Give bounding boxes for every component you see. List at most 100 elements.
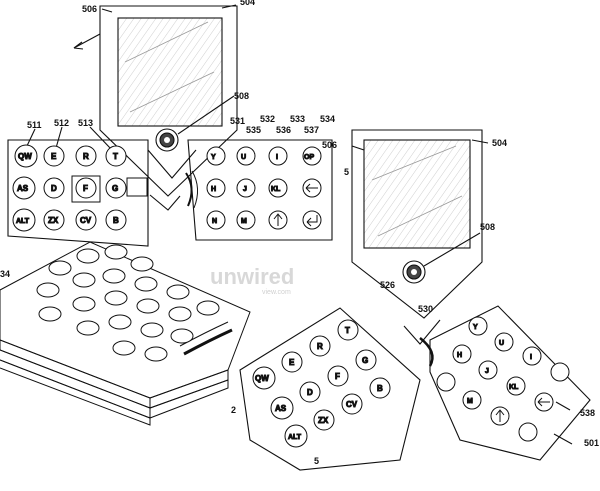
svg-text:U: U bbox=[499, 340, 504, 347]
top-display-screen bbox=[117, 17, 223, 127]
svg-text:B: B bbox=[377, 384, 383, 393]
key-n-2 bbox=[436, 372, 456, 392]
svg-text:N: N bbox=[212, 218, 217, 225]
svg-text:G: G bbox=[362, 356, 368, 365]
key-y-2: Y bbox=[468, 316, 488, 336]
right-right-keys: Y U I H J KL M bbox=[436, 316, 570, 442]
ref-label-538: 538 bbox=[580, 408, 595, 418]
svg-text:U: U bbox=[241, 154, 246, 161]
svg-text:H: H bbox=[211, 186, 216, 193]
key-g-2: G bbox=[355, 349, 377, 371]
ref-label-536: 536 bbox=[276, 125, 291, 135]
ref-label-537: 537 bbox=[304, 125, 319, 135]
right-left-keys: QW E R T AS D F G ALT ZX CV B bbox=[252, 319, 391, 448]
key-j: J bbox=[236, 178, 256, 198]
svg-text:F: F bbox=[83, 184, 88, 193]
key-i: I bbox=[268, 146, 288, 166]
ref-label-531: 531 bbox=[230, 116, 245, 126]
svg-text:I: I bbox=[276, 154, 278, 161]
svg-text:QW: QW bbox=[255, 374, 269, 383]
svg-text:E: E bbox=[51, 152, 57, 161]
key-cv-2: CV bbox=[341, 393, 363, 415]
key-g: G bbox=[105, 177, 127, 199]
key-alt: ALT bbox=[12, 208, 36, 232]
key-d-2: D bbox=[299, 381, 321, 403]
ref-label-508a: 508 bbox=[234, 91, 249, 101]
svg-text:unwired: unwired bbox=[210, 264, 294, 289]
svg-text:D: D bbox=[51, 184, 57, 193]
key-op-2 bbox=[550, 362, 570, 382]
key-kl: KL bbox=[268, 178, 288, 198]
svg-text:R: R bbox=[83, 152, 89, 161]
key-u: U bbox=[236, 146, 256, 166]
ref-label-504a: 504 bbox=[240, 0, 255, 7]
svg-text:AS: AS bbox=[275, 404, 287, 413]
svg-text:Y: Y bbox=[211, 154, 216, 161]
svg-text:view.com: view.com bbox=[262, 289, 291, 296]
svg-text:OP: OP bbox=[304, 154, 314, 161]
svg-text:F: F bbox=[335, 372, 340, 381]
right-nav-wheel bbox=[402, 260, 426, 284]
ref-label-508b: 508 bbox=[480, 222, 495, 232]
key-op: OP bbox=[302, 146, 322, 166]
key-b-2: B bbox=[369, 377, 391, 399]
svg-text:Y: Y bbox=[473, 324, 478, 331]
ref-label-506a: 506 bbox=[82, 4, 97, 14]
key-r-2: R bbox=[309, 335, 331, 357]
key-d: D bbox=[43, 177, 65, 199]
ref-label-511: 511 bbox=[27, 120, 42, 130]
key-zx-2: ZX bbox=[313, 409, 335, 431]
svg-text:T: T bbox=[113, 152, 118, 161]
ref-label-513: 513 bbox=[78, 118, 93, 128]
key-zx: ZX bbox=[43, 209, 65, 231]
svg-text:CV: CV bbox=[80, 216, 92, 225]
top-nav-wheel bbox=[155, 128, 179, 152]
key-kl-2: KL bbox=[506, 376, 526, 396]
ref-label-501: 501 bbox=[584, 438, 599, 448]
svg-text:D: D bbox=[307, 388, 313, 397]
right-display-housing bbox=[351, 129, 483, 319]
svg-text:B: B bbox=[113, 216, 119, 225]
svg-text:ALT: ALT bbox=[288, 434, 302, 441]
ref-label-34: 34 bbox=[0, 269, 10, 279]
key-qw-2: QW bbox=[252, 366, 276, 390]
key-m-2: M bbox=[462, 390, 482, 410]
key-j-2: J bbox=[478, 360, 498, 380]
top-device-figure bbox=[7, 4, 333, 247]
key-e-2: E bbox=[281, 351, 303, 373]
svg-text:ZX: ZX bbox=[48, 216, 59, 225]
svg-text:J: J bbox=[485, 368, 489, 375]
enter-key-top bbox=[302, 210, 322, 230]
svg-text:I: I bbox=[530, 354, 532, 361]
key-b: B bbox=[105, 209, 127, 231]
svg-text:J: J bbox=[243, 186, 247, 193]
ref-label-526: 526 bbox=[380, 280, 395, 290]
top-left-keys: QW E R T AS D F G ALT ZX CV B bbox=[12, 144, 148, 232]
key-y: Y bbox=[206, 146, 226, 166]
ref-label-504b: 504 bbox=[492, 138, 507, 148]
key-t-2: T bbox=[337, 319, 359, 341]
key-t: T bbox=[105, 145, 127, 167]
svg-text:AS: AS bbox=[17, 184, 29, 193]
key-r: R bbox=[75, 145, 97, 167]
ref-label-535: 535 bbox=[246, 125, 261, 135]
key-h: H bbox=[206, 178, 226, 198]
right-left-keypad-panel bbox=[239, 307, 421, 471]
key-u-2: U bbox=[494, 332, 514, 352]
svg-text:G: G bbox=[112, 184, 118, 193]
svg-text:CV: CV bbox=[346, 400, 358, 409]
ref-label-534: 534 bbox=[320, 114, 335, 124]
key-f-2: F bbox=[327, 365, 349, 387]
svg-text:KL: KL bbox=[509, 384, 519, 391]
top-right-keys: Y U I OP H J KL N M bbox=[206, 146, 322, 230]
svg-text:KL: KL bbox=[271, 186, 281, 193]
right-device-figure bbox=[239, 129, 591, 471]
ref-label-5a: 5 bbox=[344, 167, 349, 177]
key-as: AS bbox=[12, 176, 36, 200]
key-alt-2: ALT bbox=[284, 424, 308, 448]
ref-label-512: 512 bbox=[54, 118, 69, 128]
top-display-housing bbox=[99, 5, 238, 197]
top-left-keypad-panel bbox=[7, 139, 149, 247]
isometric-keys bbox=[36, 244, 220, 362]
